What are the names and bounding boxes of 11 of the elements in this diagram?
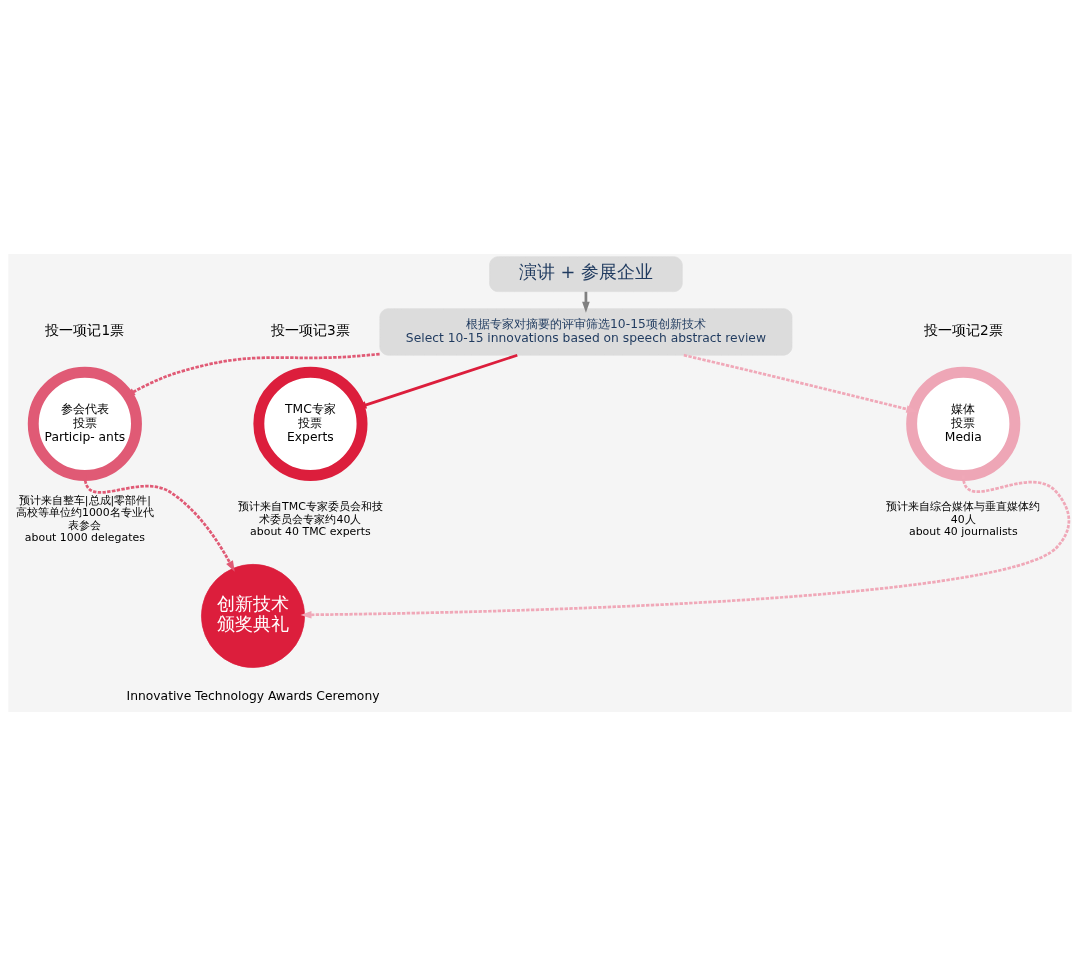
node-label: Innovative Technology Awards Ceremony [126,688,380,703]
node-circle: 参会代表 投票 Particip- ants [27,366,142,481]
node-label: about 1000 delegates [24,530,145,544]
node-label: 投一项记1票 [45,321,125,338]
node-circle: 创新技术颁奖典礼 [201,563,305,668]
node-label: 投一项记2票 [923,321,1003,338]
node-box: 根据专家对摘要的评审筛选10-15项创新技术 Select 10-15 innovations based on speech abstract review [379,307,793,355]
node-box: 演讲 + 参展企业 [489,255,683,292]
node-label: 投一项记3票 [271,321,350,338]
node-label: about 40 TMC experts [250,524,371,538]
node-label: about 40 journalists [908,524,1018,538]
